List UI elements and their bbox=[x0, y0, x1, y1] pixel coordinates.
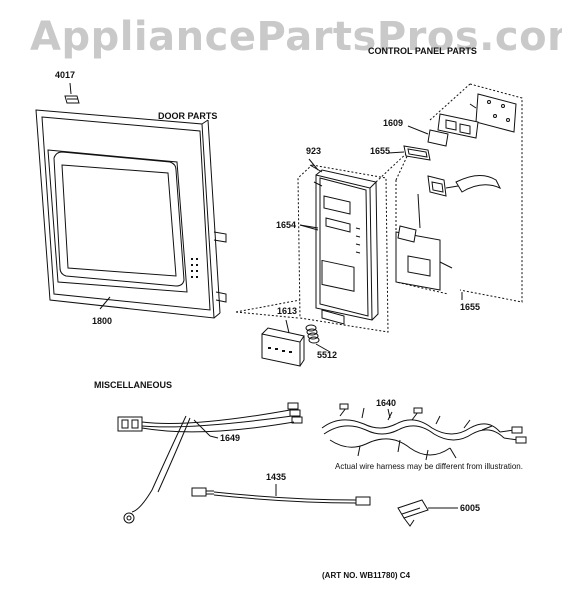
label-part-1649: 1649 bbox=[220, 433, 241, 443]
label-part-1655-bottom: 1655 bbox=[460, 302, 481, 312]
section-door-parts: DOOR PARTS bbox=[158, 111, 218, 121]
spring-5512 bbox=[305, 324, 331, 353]
label-part-1609: 1609 bbox=[383, 118, 404, 128]
label-part-5512: 5512 bbox=[317, 350, 338, 360]
wire-1435 bbox=[191, 484, 371, 506]
wire-harness-1640 bbox=[321, 403, 527, 461]
panel-group-outline bbox=[297, 164, 389, 333]
label-part-4017: 4017 bbox=[55, 70, 76, 80]
section-miscellaneous: MISCELLANEOUS bbox=[94, 380, 173, 390]
bracket-part bbox=[469, 93, 517, 133]
board-1609 bbox=[407, 113, 479, 147]
watermark-logo: AppliancePartsPros.com bbox=[30, 14, 562, 60]
connector-6005 bbox=[397, 499, 458, 527]
label-part-1613: 1613 bbox=[277, 306, 298, 316]
control-panel-1654 bbox=[299, 164, 379, 325]
label-part-1640: 1640 bbox=[376, 398, 397, 408]
label-part-1655-top: 1655 bbox=[370, 146, 391, 156]
label-part-6005: 6005 bbox=[460, 503, 481, 513]
ribbon-cable bbox=[427, 175, 502, 197]
gasket-1655 bbox=[387, 145, 431, 161]
button-plate-1613 bbox=[261, 319, 305, 367]
latch-part-4017 bbox=[64, 82, 80, 104]
label-part-1800: 1800 bbox=[92, 316, 113, 326]
circuit-board bbox=[395, 193, 463, 300]
label-part-923: 923 bbox=[306, 146, 322, 156]
label-part-1435: 1435 bbox=[266, 472, 287, 482]
harness-note: Actual wire harness may be different fro… bbox=[335, 462, 523, 471]
art-number: (ART NO. WB11780) C4 bbox=[322, 571, 411, 580]
wire-harness-1649 bbox=[117, 402, 303, 524]
section-control-panel-parts: CONTROL PANEL PARTS bbox=[368, 46, 477, 56]
label-part-1654: 1654 bbox=[276, 220, 297, 230]
door-frame-1800 bbox=[35, 109, 227, 319]
